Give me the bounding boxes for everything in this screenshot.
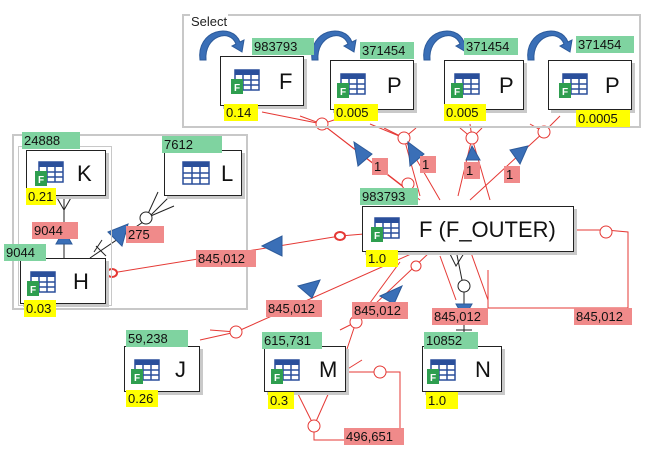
selectivity-badge: 0.14 <box>224 104 258 121</box>
node-j[interactable]: F J <box>124 346 200 392</box>
kh-group <box>12 134 248 310</box>
svg-text:F: F <box>134 373 140 384</box>
edge-markers <box>106 117 613 433</box>
svg-text:F: F <box>30 285 36 296</box>
row-count-badge: 59,238 <box>126 330 188 347</box>
node-name: J <box>175 357 186 382</box>
node-p2[interactable]: F P <box>444 60 524 110</box>
table-icon <box>182 161 210 185</box>
svg-text:F: F <box>340 87 346 98</box>
node-name: K <box>77 161 92 186</box>
row-count-badge: 983793 <box>360 188 418 205</box>
node-name: P <box>605 73 620 98</box>
row-count-badge: 983793 <box>252 38 314 55</box>
direction-arrows <box>55 140 529 320</box>
svg-text:F: F <box>234 83 240 94</box>
node-l[interactable]: L <box>164 150 242 196</box>
edge-label-l-h: 275 <box>126 226 164 243</box>
table-icon: F <box>35 161 64 186</box>
table-icon: F <box>559 73 588 98</box>
selectivity-badge: 0.21 <box>26 188 56 205</box>
edge-label-outer-n: 845,012 <box>432 308 488 325</box>
node-name: P <box>387 73 402 98</box>
node-n[interactable]: F N <box>422 346 502 392</box>
svg-text:F: F <box>274 373 280 384</box>
selectivity-badge: 0.005 <box>334 104 378 121</box>
table-icon: F <box>27 271 56 296</box>
node-name: F (F_OUTER) <box>419 217 556 242</box>
row-count-badge: 9044 <box>4 244 46 261</box>
selectivity-badge: 0.3 <box>268 392 294 409</box>
edge-label-p1-outer: 1 <box>420 156 436 173</box>
edge-label-outer-j: 845,012 <box>266 300 322 317</box>
row-count-badge: 371454 <box>576 36 634 53</box>
node-name: H <box>73 269 89 294</box>
selectivity-badge: 0.005 <box>444 104 486 121</box>
node-name: P <box>499 73 514 98</box>
selectivity-badge: 1.0 <box>366 250 398 267</box>
selectivity-badge: 1.0 <box>426 392 458 409</box>
svg-text:F: F <box>374 231 380 242</box>
node-m[interactable]: F M <box>264 346 346 392</box>
svg-text:F: F <box>38 175 44 186</box>
selectivity-badge: 0.0005 <box>576 110 630 127</box>
edge-label-outer-m: 845,012 <box>352 302 408 319</box>
self-loop-arrow-p1 <box>311 30 357 61</box>
select-group: Select <box>182 14 641 128</box>
svg-text:F: F <box>562 87 568 98</box>
selectivity-badge: 0.03 <box>24 300 56 317</box>
edge-label-p3-outer: 1 <box>504 166 520 183</box>
edge-label-f-outer: 1 <box>372 158 388 175</box>
table-icon: F <box>451 73 480 98</box>
node-name: L <box>221 161 234 186</box>
row-count-badge: 10852 <box>424 332 478 349</box>
select-group-label: Select <box>190 14 229 29</box>
selectivity-badge: 0.26 <box>126 390 158 407</box>
svg-text:F: F <box>454 87 460 98</box>
table-icon: F <box>371 217 400 242</box>
node-p3[interactable]: F P <box>548 60 632 110</box>
row-count-badge: 615,731 <box>262 332 322 349</box>
node-name: F <box>279 69 293 94</box>
table-icon: F <box>427 359 456 384</box>
table-icon: F <box>271 359 300 384</box>
edge-label-outer-h: 845,012 <box>196 250 256 267</box>
node-f-outer[interactable]: F F (F_OUTER) <box>362 206 574 252</box>
row-count-badge: 7612 <box>162 136 222 153</box>
node-p1[interactable]: F P <box>330 60 414 110</box>
edge-label-m-loop: 496,651 <box>344 428 404 445</box>
row-count-badge: 371454 <box>464 38 518 55</box>
node-f-select[interactable]: F F <box>220 56 304 106</box>
table-icon: F <box>231 69 260 94</box>
row-count-badge: 24888 <box>22 132 80 149</box>
node-name: N <box>475 357 491 382</box>
svg-text:F: F <box>430 373 436 384</box>
self-loop-arrow-f <box>199 30 245 61</box>
table-icon: F <box>337 73 366 98</box>
node-h[interactable]: F H <box>20 258 106 304</box>
table-icon: F <box>131 359 160 384</box>
node-name: M <box>319 357 338 382</box>
row-count-badge: 371454 <box>360 42 414 59</box>
edge-label-outer-loop: 845,012 <box>574 308 632 325</box>
edge-label-p2-outer: 1 <box>464 162 480 179</box>
edge-label-k-h: 9044 <box>32 222 78 239</box>
self-loop-arrow-p3 <box>527 30 573 61</box>
